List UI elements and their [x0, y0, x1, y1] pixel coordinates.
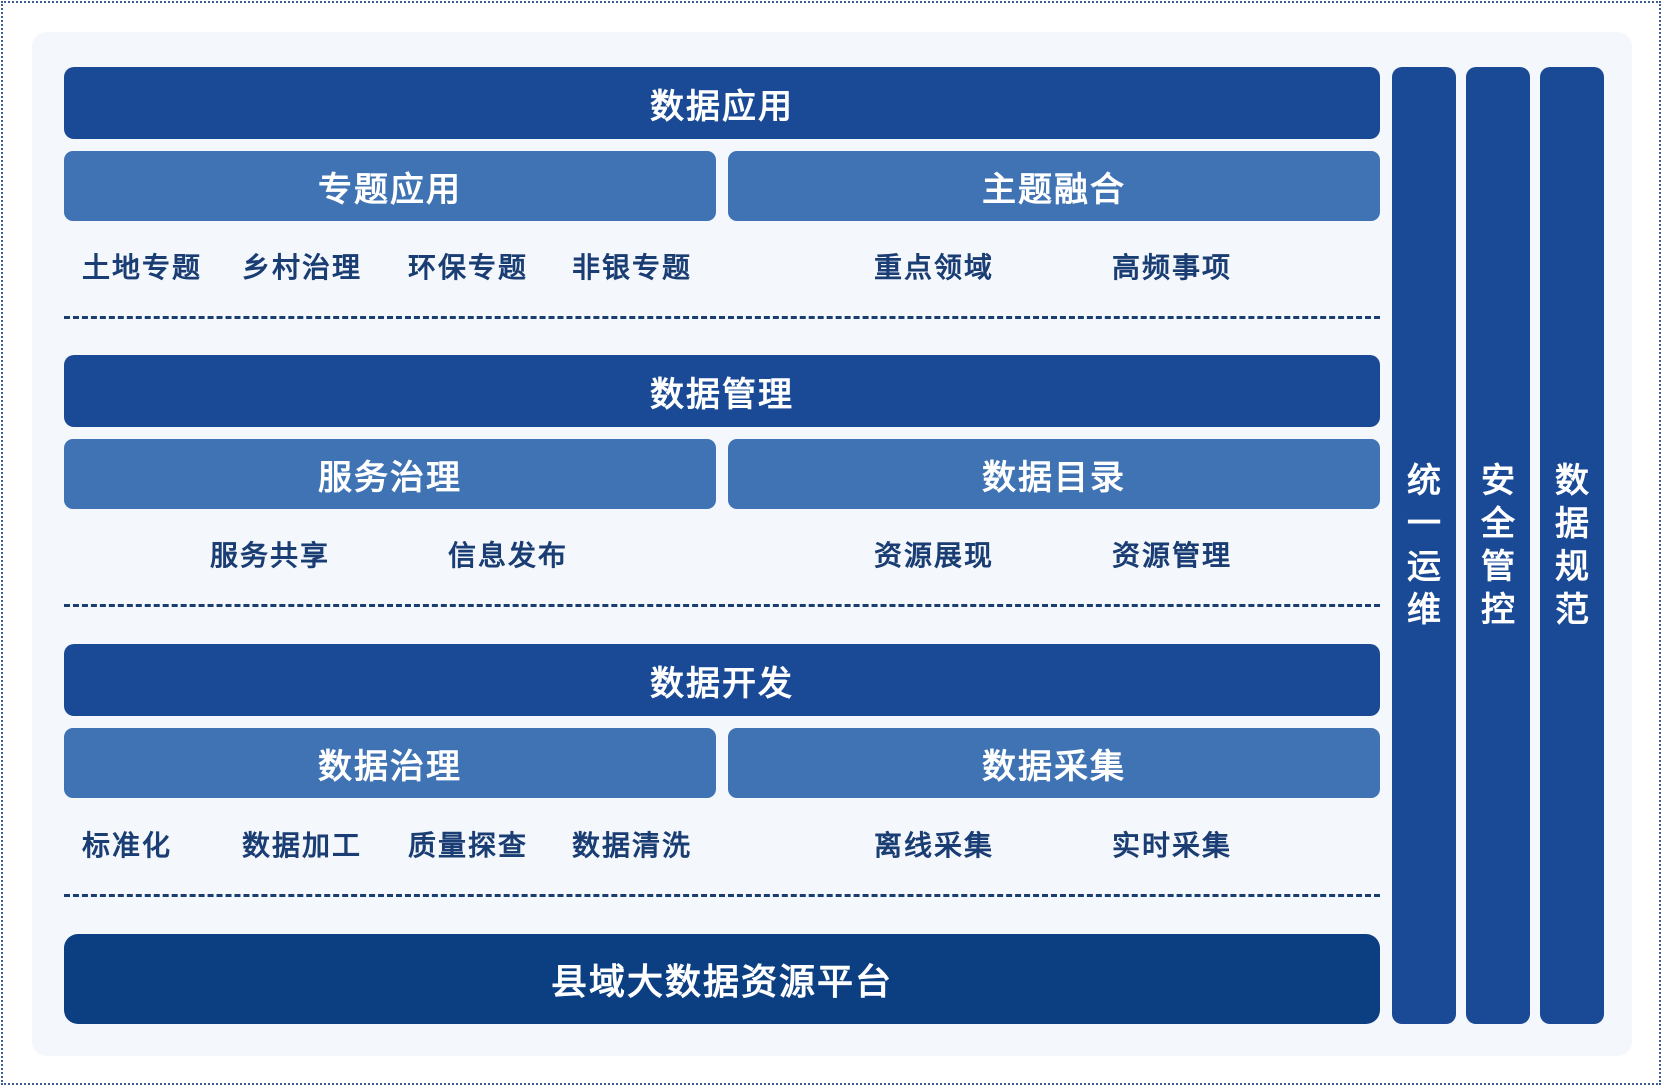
group-service-governance: 服务治理	[64, 439, 716, 509]
item-rural-governance: 乡村治理	[242, 251, 363, 284]
item-environment-topic: 环保专题	[408, 251, 529, 284]
side-column-security: 安全管控	[1466, 67, 1530, 1024]
group-data-catalog: 数据目录	[728, 439, 1380, 509]
layer-development-header: 数据开发	[64, 644, 1380, 716]
group-topic-apps: 专题应用	[64, 151, 716, 221]
item-realtime-collection: 实时采集	[1112, 829, 1233, 862]
item-service-sharing: 服务共享	[210, 539, 331, 572]
side-column-standards: 数据规范	[1540, 67, 1604, 1024]
platform-base: 县域大数据资源平台	[64, 934, 1380, 1024]
group-theme-fusion: 主题融合	[728, 151, 1380, 221]
item-frequent-matters: 高频事项	[1112, 251, 1233, 284]
group-data-collection: 数据采集	[728, 728, 1380, 798]
item-data-processing: 数据加工	[242, 829, 363, 862]
item-land-topic: 土地专题	[82, 251, 203, 284]
layer-divider	[64, 604, 1380, 607]
side-column-ops-label: 统一运维	[1407, 460, 1441, 630]
side-column-standards-label: 数据规范	[1555, 460, 1589, 630]
item-resource-management: 资源管理	[1112, 539, 1233, 572]
item-nonbank-topic: 非银专题	[572, 251, 693, 284]
group-data-governance: 数据治理	[64, 728, 716, 798]
item-resource-display: 资源展现	[874, 539, 995, 572]
item-info-publishing: 信息发布	[448, 539, 569, 572]
side-column-security-label: 安全管控	[1481, 460, 1515, 630]
item-offline-collection: 离线采集	[874, 829, 995, 862]
side-column-ops: 统一运维	[1392, 67, 1456, 1024]
layer-application-header: 数据应用	[64, 67, 1380, 139]
item-key-areas: 重点领域	[874, 251, 995, 284]
layer-management-header: 数据管理	[64, 355, 1380, 427]
item-standardization: 标准化	[82, 829, 173, 862]
layer-divider	[64, 316, 1380, 319]
layer-divider	[64, 894, 1380, 897]
item-quality-inspection: 质量探查	[408, 829, 529, 862]
item-data-cleansing: 数据清洗	[572, 829, 693, 862]
